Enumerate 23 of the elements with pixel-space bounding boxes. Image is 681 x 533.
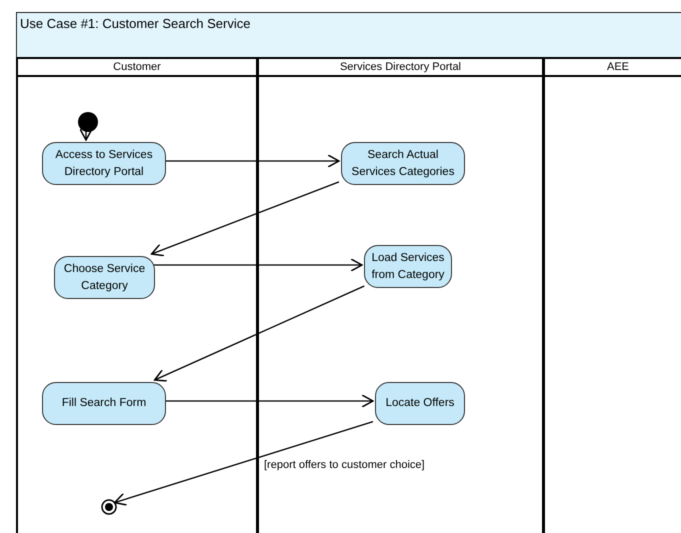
action-node: Locate Offers [375,382,465,425]
action-node: Search Actual Services Categories [341,142,465,185]
initial-node [78,112,98,132]
guard-label: [report offers to customer choice] [264,459,425,471]
swimlane [257,57,544,533]
control-flow-arrow [150,181,340,256]
control-flow-arrow [79,128,93,141]
final-node [101,499,117,515]
swimlane [16,57,258,533]
diagram-title: Use Case #1: Customer Search Service [20,16,250,31]
swimlane [543,57,681,533]
control-flow-arrow [114,420,374,506]
action-node: Load Services from Category [364,245,452,288]
swimlane-header: AEE [545,59,681,77]
action-node: Fill Search Form [42,382,166,425]
swimlane-header: Customer [18,59,256,77]
control-flow-arrow [164,154,340,168]
action-node: Access to Services Directory Portal [42,142,166,185]
action-node: Choose Service Category [54,256,155,299]
swimlane-header: Services Directory Portal [259,59,542,77]
control-flow-arrow [153,258,363,272]
control-flow-arrow [154,285,365,382]
control-flow-arrow [164,394,374,408]
